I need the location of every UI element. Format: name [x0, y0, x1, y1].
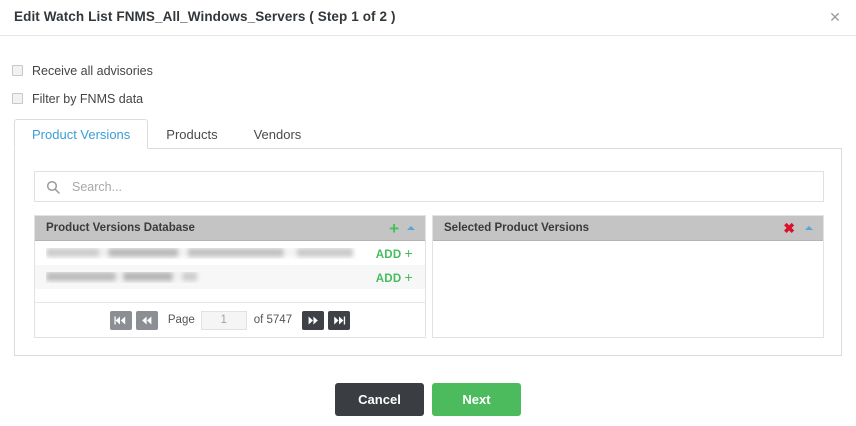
remove-all-icon[interactable]: ✖	[783, 220, 795, 236]
table-row[interactable]: ADD+	[35, 241, 425, 265]
option-filter-by-fnms-data[interactable]: Filter by FNMS data	[12, 88, 412, 109]
cancel-button[interactable]: Cancel	[335, 383, 424, 416]
total-pages-label: of 5747	[253, 314, 293, 326]
receive-all-advisories-checkbox[interactable]	[12, 65, 23, 76]
tab-products[interactable]: Products	[166, 127, 218, 142]
filter-by-fnms-data-label: Filter by FNMS data	[32, 91, 144, 106]
first-page-button[interactable]	[109, 310, 132, 330]
filter-by-fnms-data-checkbox[interactable]	[12, 93, 23, 104]
grid-header-right: Selected Product Versions ✖	[433, 216, 823, 241]
receive-all-advisories-label: Receive all advisories	[32, 63, 153, 78]
add-all-icon[interactable]: +	[389, 218, 399, 238]
last-page-button[interactable]	[328, 310, 351, 330]
search-icon	[46, 180, 60, 194]
tab-vendors[interactable]: Vendors	[253, 127, 302, 142]
next-button[interactable]: Next	[432, 383, 521, 416]
search-input[interactable]	[70, 178, 823, 195]
grid-left-body: ADD+ ADD+	[35, 241, 425, 302]
page-title: Edit Watch List FNMS_All_Windows_Servers…	[14, 9, 396, 24]
add-row-label: ADD	[375, 273, 402, 285]
options-group: Receive all advisories Filter by FNMS da…	[12, 60, 412, 116]
grid-left-title: Product Versions Database	[46, 222, 195, 234]
sort-ascending-icon[interactable]	[801, 226, 817, 230]
dialog-footer: Cancel Next	[0, 383, 856, 416]
page-number-input[interactable]	[200, 310, 247, 330]
grid-right-body	[433, 241, 823, 337]
table-row[interactable]: ADD+	[35, 265, 425, 289]
next-page-button[interactable]	[302, 310, 325, 330]
previous-page-button[interactable]	[135, 310, 158, 330]
close-icon[interactable]: ✕	[829, 9, 841, 25]
pagination-bar: Page of 5747	[35, 302, 425, 337]
add-row-button[interactable]: ADD+	[376, 245, 413, 261]
add-row-label: ADD	[375, 249, 402, 261]
add-row-button[interactable]: ADD+	[376, 269, 413, 285]
tab-panel-product-versions: Product Versions Database + ADD+ ADD+	[14, 148, 842, 356]
sort-ascending-icon[interactable]	[403, 226, 419, 230]
plus-icon: +	[404, 269, 413, 285]
product-versions-database-grid: Product Versions Database + ADD+ ADD+	[34, 215, 426, 338]
tab-bar: Product Versions Products Vendors	[14, 119, 842, 149]
search-bar[interactable]	[34, 171, 824, 202]
row-product-name	[46, 247, 376, 259]
page-label: Page	[167, 314, 195, 326]
grid-header-left: Product Versions Database +	[35, 216, 425, 241]
dialog-header: Edit Watch List FNMS_All_Windows_Servers…	[0, 0, 856, 36]
option-receive-all-advisories[interactable]: Receive all advisories	[12, 60, 412, 81]
dual-list-grids: Product Versions Database + ADD+ ADD+	[34, 215, 824, 338]
row-product-name	[46, 271, 376, 283]
selected-product-versions-grid: Selected Product Versions ✖	[432, 215, 824, 338]
plus-icon: +	[404, 245, 413, 261]
tab-product-versions[interactable]: Product Versions	[14, 119, 149, 149]
grid-right-title: Selected Product Versions	[444, 222, 590, 234]
